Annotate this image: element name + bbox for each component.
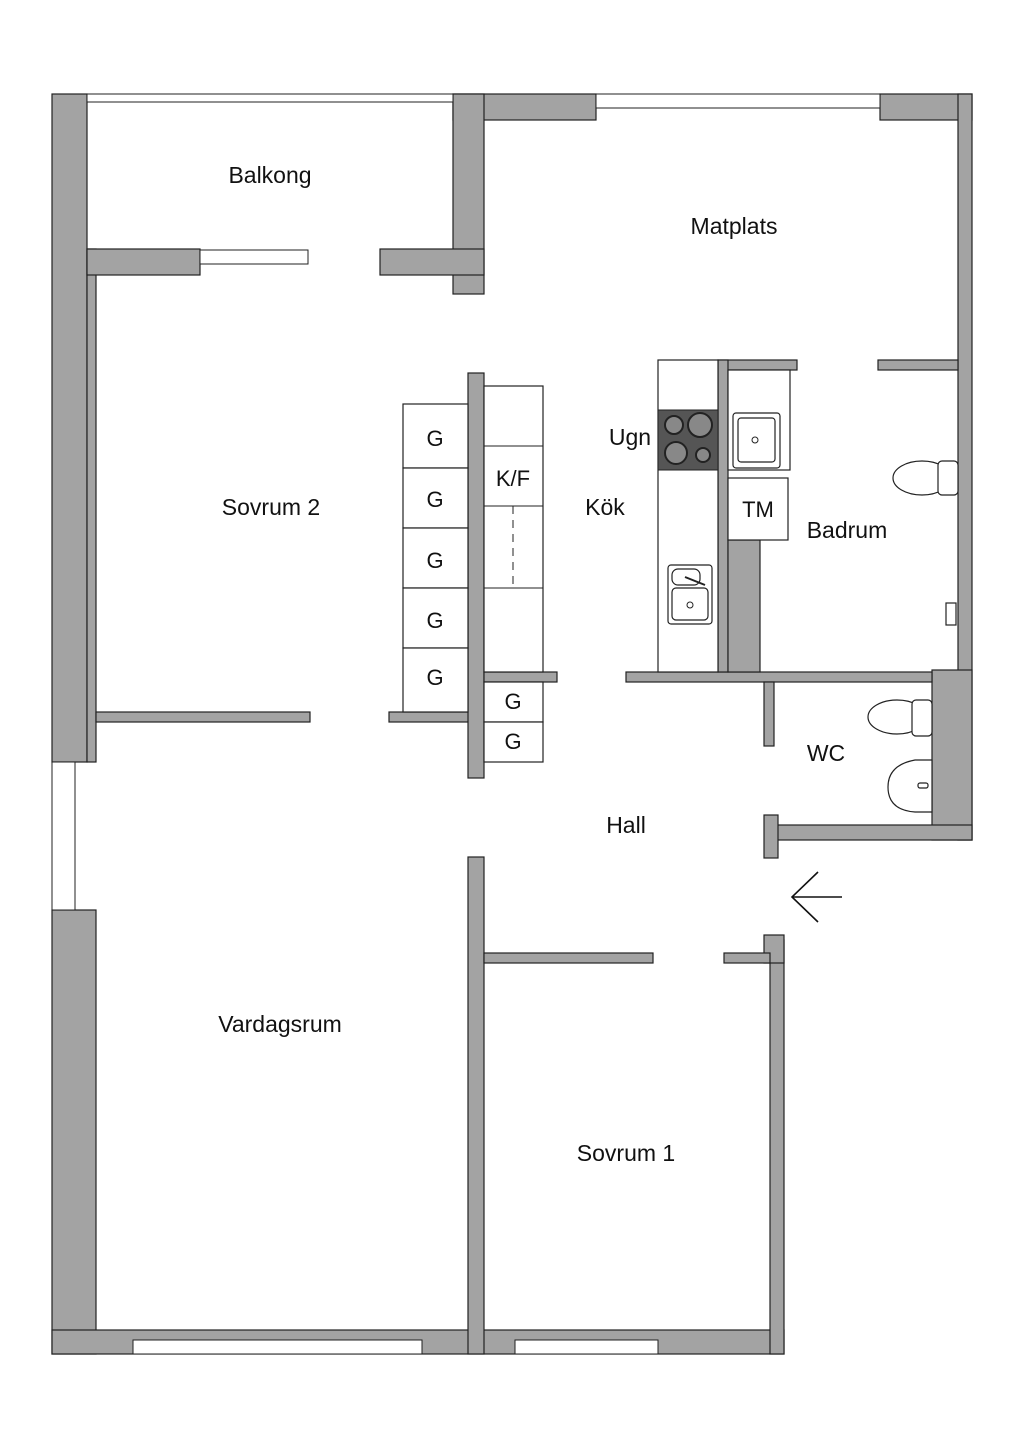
room-label-sovrum1: Sovrum 1: [577, 1140, 675, 1166]
room-label-wc: WC: [807, 740, 845, 766]
wardrobe-label: G: [426, 548, 443, 573]
wc-toilet-icon: [867, 699, 933, 737]
toilet-icon: [892, 460, 959, 496]
kitchen-sink-icon: [667, 564, 713, 625]
room-label-balkong: Balkong: [228, 162, 311, 188]
wardrobes: [402, 385, 544, 763]
wardrobe-label: G: [426, 487, 443, 512]
entrance-arrow-icon: [790, 871, 842, 923]
bathroom-fixtures: [727, 369, 959, 813]
room-label-matplats: Matplats: [691, 213, 778, 239]
room-label-sovrum2: Sovrum 2: [222, 494, 320, 520]
wardrobe-label: G: [504, 729, 521, 754]
room-label-hall: Hall: [606, 812, 646, 838]
wardrobe-label: G: [504, 689, 521, 714]
wc-basin-icon: [887, 759, 933, 813]
label-ugn: Ugn: [609, 424, 651, 450]
bath-sink-icon: [732, 412, 781, 469]
wardrobe-label: G: [426, 426, 443, 451]
wardrobe-label: G: [426, 665, 443, 690]
room-label-kok: Kök: [585, 494, 625, 520]
fridge-freezer-label: K/F: [496, 466, 530, 491]
wardrobe-label: G: [426, 608, 443, 633]
room-label-badrum: Badrum: [807, 517, 888, 543]
room-label-vardagsrum: Vardagsrum: [218, 1011, 342, 1037]
washing-machine-label: TM: [742, 497, 774, 522]
shower-icon: [945, 602, 957, 626]
kitchen-counter: [657, 359, 719, 673]
windows: [51, 93, 881, 1355]
